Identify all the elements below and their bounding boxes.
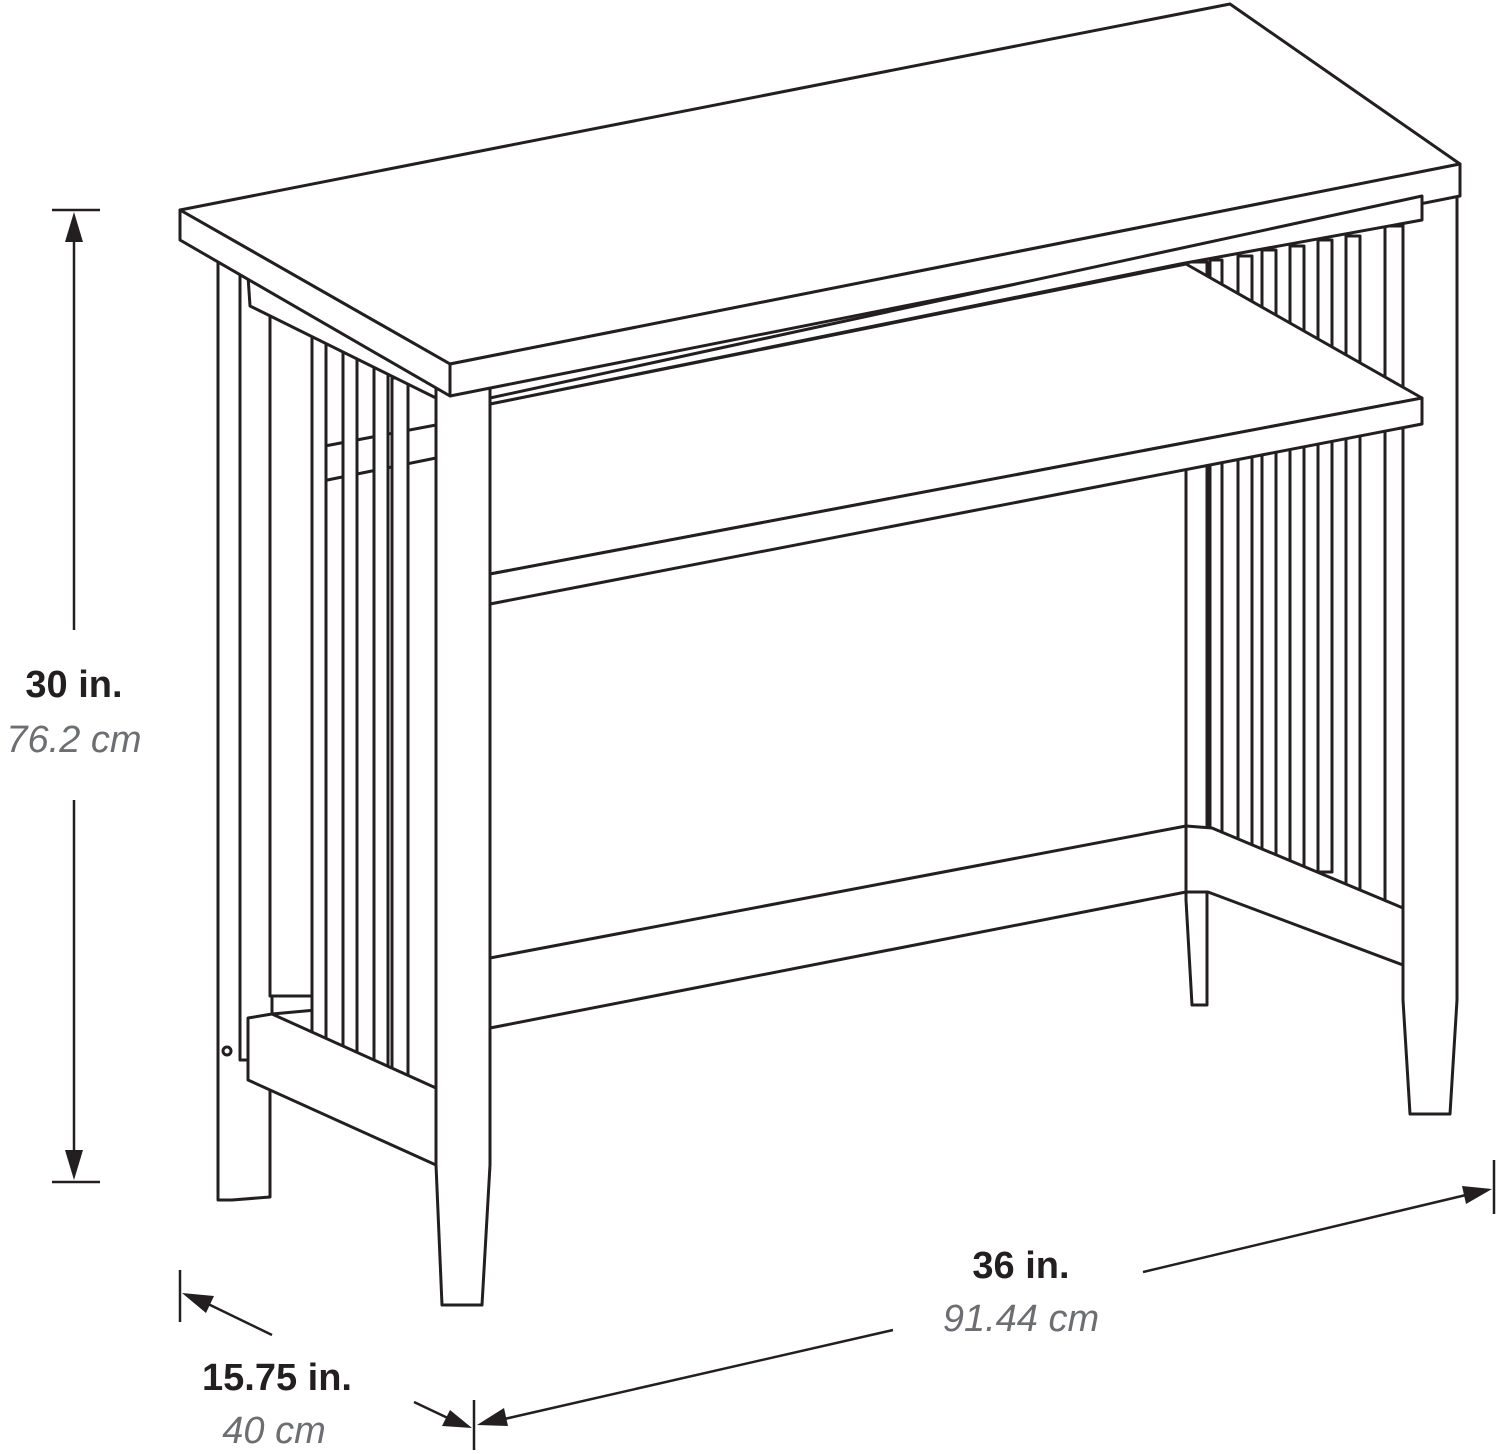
height-arrow-top [65,212,83,242]
back-left-leg [216,254,272,1202]
height-metric-label: 76.2 cm [6,719,141,761]
depth-dimension: 15.75 in. 40 cm [178,1270,472,1452]
width-arrow-right [1462,1186,1492,1204]
front-bottom-stretcher [488,824,1188,1030]
height-dimension: 30 in. 76.2 cm [6,208,142,1184]
height-imperial-label: 30 in. [25,664,122,706]
table-top [178,2,1462,406]
width-arrow-left [477,1408,508,1426]
middle-shelf [488,262,1424,606]
leg-screw-hole [221,1045,233,1057]
depth-metric-label: 40 cm [222,1410,325,1452]
console-table-illustration [178,2,1462,1307]
front-apron [488,194,1424,406]
depth-imperial-label: 15.75 in. [202,1357,352,1399]
width-metric-label: 91.44 cm [943,1298,1099,1340]
height-arrow-bottom [65,1150,83,1180]
width-dimension: 36 in. 91.44 cm [472,1160,1496,1450]
depth-arrow-right [442,1410,472,1428]
width-imperial-label: 36 in. [972,1245,1069,1287]
left-side-slats [268,314,410,1090]
depth-arrow-left [182,1293,214,1313]
table-top-left-edge [178,208,452,398]
front-right-leg [1401,174,1459,1116]
front-left-leg [434,360,492,1307]
